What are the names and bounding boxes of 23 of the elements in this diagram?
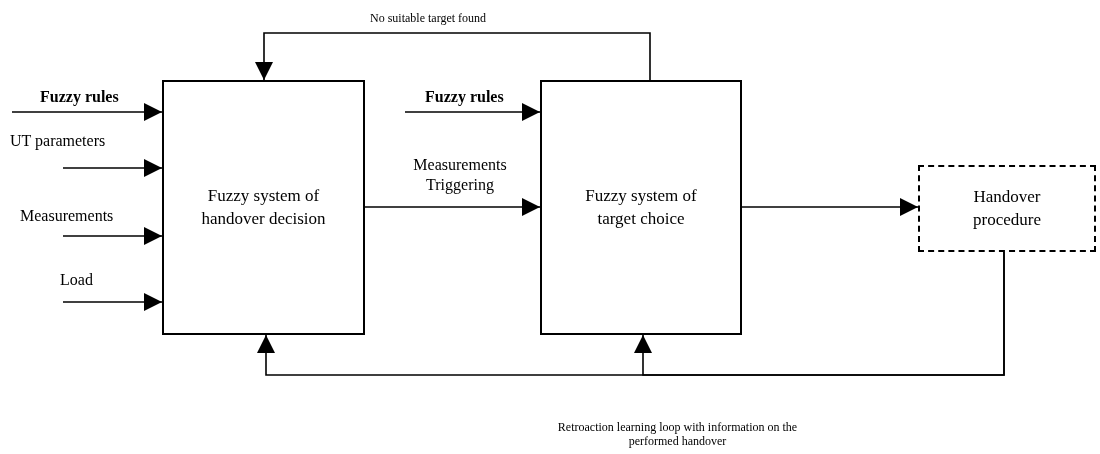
box-label: Handover procedure (972, 186, 1042, 231)
arrow (741, 198, 919, 216)
note-text: Retroaction learning loop with information on the performed handover (556, 420, 799, 449)
edge-label: Measurements (20, 206, 114, 226)
arrow (62, 227, 163, 245)
arrow (364, 198, 541, 216)
arrow (11, 103, 163, 121)
box-label: Fuzzy system of handover decision (200, 185, 327, 230)
process-box (162, 80, 365, 335)
edge-label: Load (60, 270, 93, 290)
arrow (62, 293, 163, 311)
arrow (634, 251, 1005, 376)
arrow (404, 103, 541, 121)
arrow (62, 159, 163, 177)
process-box (918, 165, 1096, 252)
edge-label: Fuzzy rules (425, 87, 504, 107)
edge-label: Fuzzy rules (40, 87, 119, 107)
arrow (255, 32, 651, 81)
edge-label: Measurements Triggering (412, 155, 508, 195)
edge-label: UT parameters (10, 131, 106, 151)
box-label: Fuzzy system of target choice (584, 185, 698, 230)
edge-label: No suitable target found (370, 11, 487, 26)
process-box (540, 80, 742, 335)
